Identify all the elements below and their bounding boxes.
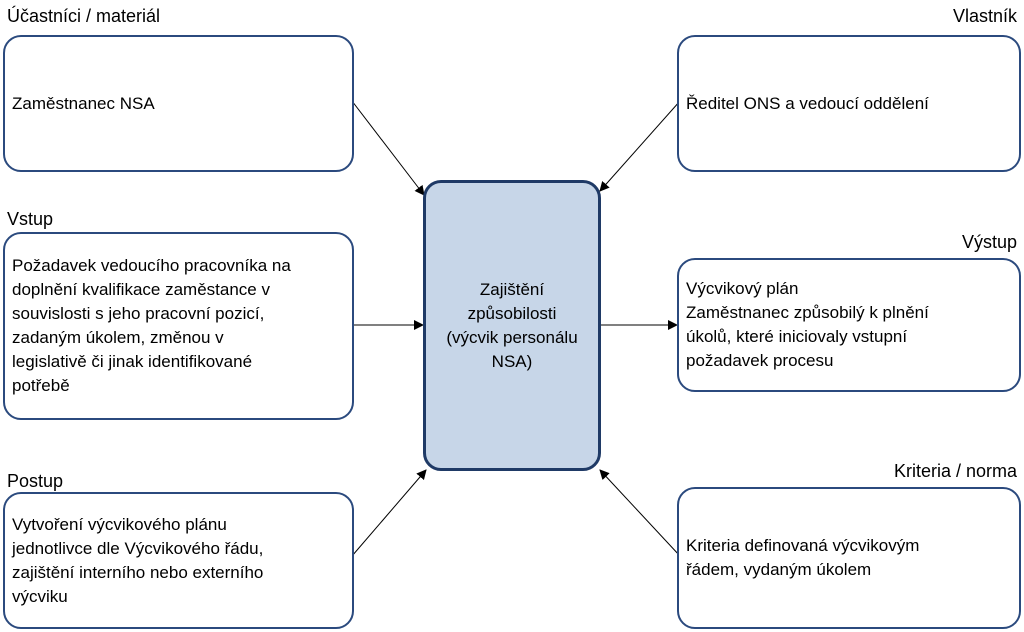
- procedure-box: Vytvoření výcvikového plánu jednotlivce …: [3, 492, 354, 629]
- owner-text: Ředitel ONS a vedoucí oddělení: [686, 93, 929, 113]
- participants-connector: [351, 100, 425, 196]
- criteria-box: Kriteria definovaná výcvikovým řádem, vy…: [677, 487, 1021, 629]
- output-heading: Výstup: [961, 232, 1017, 252]
- input-heading: Vstup: [7, 209, 54, 229]
- participants-box: Zaměstnanec NSA: [3, 35, 354, 172]
- procedure-connector: [351, 469, 427, 557]
- central-process-text: Zajištění způsobilosti (výcvik personálu…: [446, 279, 578, 371]
- procedure-text: Vytvoření výcvikového plánu jednotlivce …: [12, 514, 264, 606]
- criteria-connector: [599, 469, 681, 557]
- output-box: Výcvikový plán Zaměstnanec způsobilý k p…: [677, 258, 1021, 392]
- criteria-heading: Kriteria / norma: [893, 461, 1017, 481]
- participants-text: Zaměstnanec NSA: [12, 93, 155, 113]
- output-text: Výcvikový plán Zaměstnanec způsobilý k p…: [686, 279, 929, 370]
- central-process-box: Zajištění způsobilosti (výcvik personálu…: [423, 180, 601, 471]
- owner-heading: Vlastník: [952, 6, 1017, 26]
- procedure-heading: Postup: [7, 471, 64, 491]
- participants-heading: Účastníci / materiál: [7, 6, 161, 26]
- owner-connector: [599, 100, 681, 192]
- owner-box: Ředitel ONS a vedoucí oddělení: [677, 35, 1021, 172]
- input-text: Požadavek vedoucího pracovníka na doplně…: [12, 256, 291, 395]
- input-box: Požadavek vedoucího pracovníka na doplně…: [3, 232, 354, 420]
- criteria-text: Kriteria definovaná výcvikovým řádem, vy…: [686, 536, 920, 579]
